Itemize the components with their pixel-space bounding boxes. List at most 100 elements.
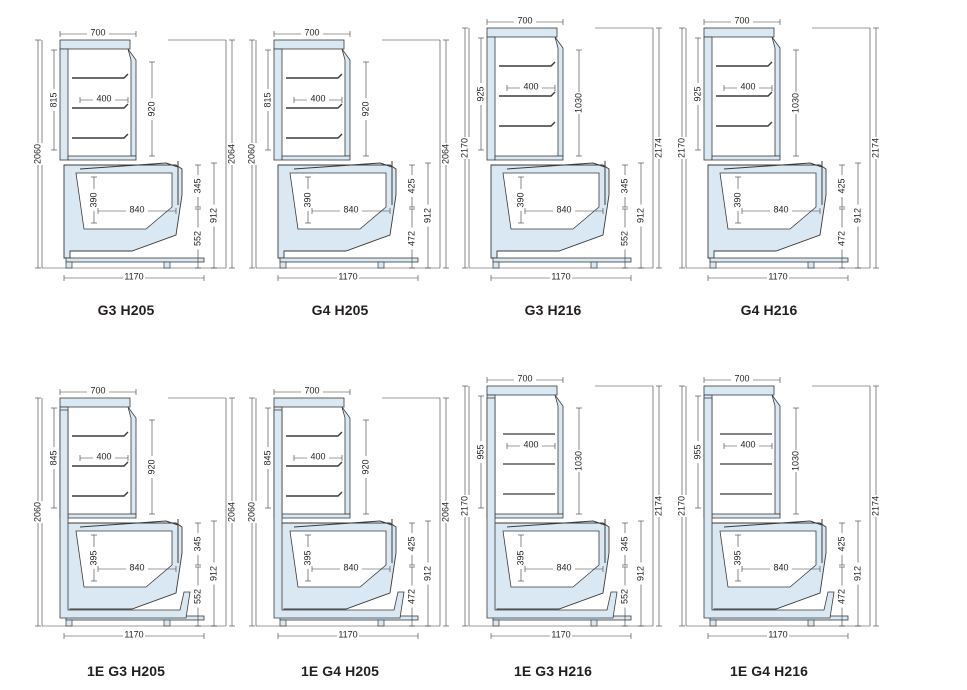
dim-lower-a: 425 <box>836 536 846 551</box>
dim-well-width: 840 <box>343 562 358 572</box>
foot-left <box>492 619 500 627</box>
foot-right <box>590 261 598 269</box>
dim-total-right: 2174 <box>653 138 663 158</box>
upper-base <box>711 513 781 519</box>
shelf-3 <box>286 491 343 497</box>
upper-base <box>67 513 137 519</box>
dim-upper-height: 1030 <box>790 93 800 113</box>
upper-display <box>703 27 781 161</box>
dim-shelf-depth: 400 <box>96 451 111 461</box>
shelf-3 <box>716 121 773 127</box>
dim-upper-inner: 845 <box>262 450 272 465</box>
dim-shelf-depth: 400 <box>96 93 111 103</box>
dim-upper-inner: 925 <box>475 86 485 101</box>
foot-right <box>807 261 815 269</box>
foot-left <box>279 619 287 627</box>
back-panel <box>273 48 283 161</box>
model-label-g3-h205: G3 H205 <box>97 302 155 318</box>
dim-well-width: 840 <box>129 204 144 214</box>
shelf-1 <box>286 73 343 79</box>
plinth <box>279 257 419 263</box>
foot-left <box>492 261 500 269</box>
dim-total-left: 2170 <box>459 138 469 158</box>
dim-well-height: 395 <box>515 550 525 565</box>
dim-width-top: 700 <box>304 27 319 37</box>
shelf-2 <box>499 91 556 97</box>
dim-lower-a: 345 <box>192 178 202 193</box>
dim-total-right: 2174 <box>653 496 663 516</box>
dim-total-left: 2060 <box>246 502 256 522</box>
foot-right <box>590 619 598 627</box>
shelf-1 <box>72 431 129 437</box>
dim-total-right: 2064 <box>226 502 236 522</box>
shelf-3 <box>499 121 556 127</box>
model-label-1e-g3-h205: 1E G3 H205 <box>86 663 166 679</box>
dim-well-height: 395 <box>302 550 312 565</box>
dim-total-right: 2174 <box>870 138 880 158</box>
dim-lower-b: 912 <box>635 208 645 223</box>
lower-counter <box>277 161 419 269</box>
plinth <box>709 257 849 263</box>
lower-counter <box>707 519 849 627</box>
back-panel <box>59 48 69 161</box>
dim-upper-inner: 925 <box>692 86 702 101</box>
dim-total-left: 2060 <box>32 502 42 522</box>
dim-width-top: 700 <box>90 385 105 395</box>
foot-left <box>65 619 73 627</box>
dim-width-top: 700 <box>517 373 532 383</box>
canopy <box>486 27 558 38</box>
dim-shelf-depth: 400 <box>310 451 325 461</box>
glass-canopy <box>293 520 393 528</box>
dim-upper-inner: 955 <box>692 444 702 459</box>
dim-bottom-width: 1170 <box>124 271 143 281</box>
dim-upper-inner: 815 <box>262 92 272 107</box>
dim-width-top: 700 <box>734 373 749 383</box>
upper-base <box>281 155 351 161</box>
dim-lower-b: 912 <box>852 566 862 581</box>
glass-canopy <box>79 162 179 170</box>
dim-lower-c: 552 <box>619 589 629 604</box>
upper-base <box>67 155 137 161</box>
canopy <box>703 385 775 396</box>
model-label-g4-h205: G4 H205 <box>311 302 369 318</box>
front-frame <box>127 48 137 157</box>
model-label-1e-g4-h216: 1E G4 H216 <box>729 663 809 679</box>
dim-lower-a: 425 <box>406 178 416 193</box>
shelf-2 <box>716 91 773 97</box>
foot-left <box>709 261 717 269</box>
dim-well-height: 390 <box>88 192 98 207</box>
canopy <box>59 39 131 50</box>
end-side-panel <box>486 397 618 619</box>
upper-base <box>494 513 564 519</box>
shelf-2 <box>72 461 129 467</box>
glass-canopy <box>506 520 606 528</box>
upper-display <box>703 385 781 519</box>
dim-upper-inner: 845 <box>48 450 58 465</box>
front-frame <box>554 394 564 515</box>
foot-left <box>279 261 287 269</box>
dim-well-height: 390 <box>732 192 742 207</box>
shelf-2 <box>286 103 343 109</box>
foot-left <box>709 619 717 627</box>
dim-lower-a: 425 <box>836 178 846 193</box>
upper-display <box>59 39 137 161</box>
glass-canopy <box>506 162 606 170</box>
dim-lower-a: 345 <box>192 536 202 551</box>
foot-left <box>65 261 73 269</box>
dim-width-top: 700 <box>517 15 532 25</box>
end-side-panel <box>59 409 191 619</box>
dim-well-width: 840 <box>773 562 788 572</box>
dim-upper-height: 920 <box>146 459 156 474</box>
dim-upper-height: 1030 <box>573 451 583 471</box>
dim-total-right: 2064 <box>440 502 450 522</box>
dim-upper-inner: 815 <box>48 92 58 107</box>
dim-lower-b: 912 <box>208 566 218 581</box>
plinth <box>65 257 205 263</box>
dim-width-top: 700 <box>304 385 319 395</box>
dim-bottom-width: 1170 <box>338 629 357 639</box>
